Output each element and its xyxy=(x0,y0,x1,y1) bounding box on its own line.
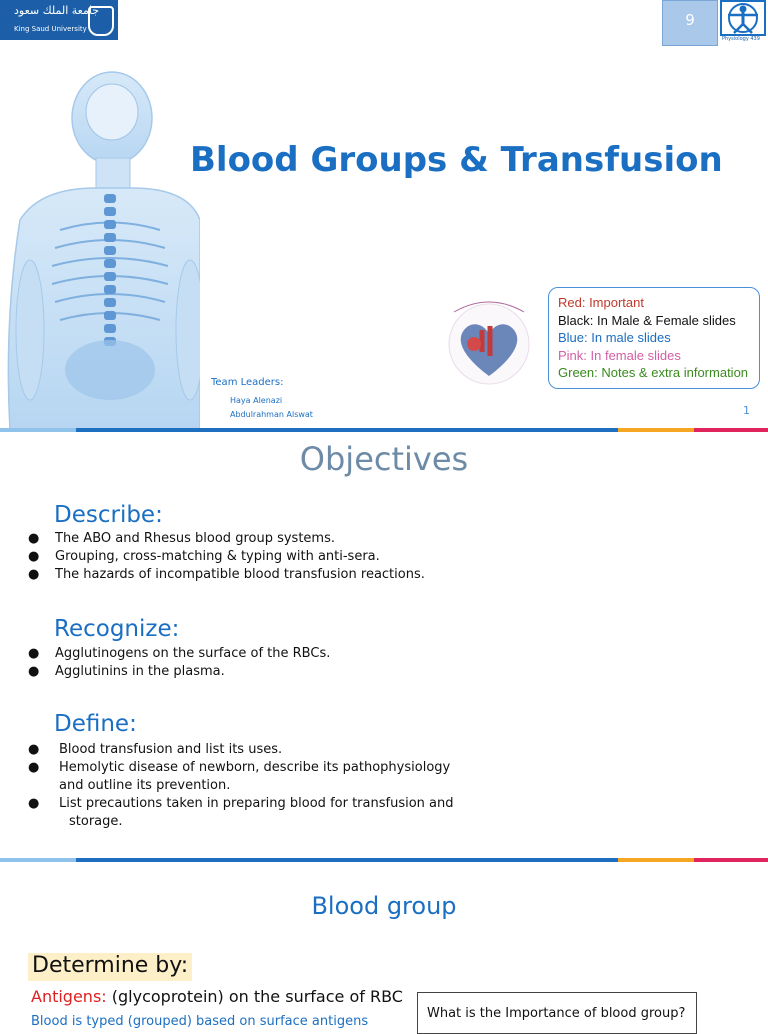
team-leader-name: Haya Alenazi xyxy=(230,396,283,405)
physiology-logo-caption: Physiology 439 xyxy=(722,36,760,42)
list-item: Blood transfusion and list its uses. xyxy=(59,742,283,757)
page-number: 1 xyxy=(743,404,750,417)
typed-text: Blood is typed (grouped) based on surfac… xyxy=(31,1014,369,1029)
legend-item-notes: Green: Notes & extra information xyxy=(558,365,749,381)
section-heading-describe: Describe: xyxy=(54,502,163,528)
section-heading-recognize: Recognize: xyxy=(54,616,180,642)
human-anatomy-illustration xyxy=(7,71,200,428)
legend-item-important: Red: Important xyxy=(558,295,644,310)
king-saud-university-logo: جامعة الملك سعود King Saud University xyxy=(0,0,118,40)
list-item: List precautions taken in preparing bloo… xyxy=(59,796,454,811)
legend-item-male-female: Black: In Male & Female slides xyxy=(558,312,736,328)
blood-group-title: Blood group xyxy=(311,892,457,920)
physiology-logo: Physiology 439 xyxy=(718,0,768,44)
question-box: What is the Importance of blood group? xyxy=(417,992,697,1034)
color-legend: Red: Important Black: In Male & Female s… xyxy=(548,287,760,389)
recognize-list: ●Agglutinogens on the surface of the RBC… xyxy=(28,646,331,679)
list-item: Hemolytic disease of newborn, describe i… xyxy=(59,760,451,775)
legend-item-female: Pink: In female slides xyxy=(558,347,681,363)
team-leaders-label: Team Leaders: xyxy=(211,377,284,388)
university-english-name: King Saud University xyxy=(14,25,87,33)
approved-stamp-heart-logo xyxy=(448,301,530,385)
slide-divider xyxy=(0,428,768,432)
university-crest-icon xyxy=(88,6,114,36)
list-item: The hazards of incompatible blood transf… xyxy=(55,567,425,582)
team-leader-name: Abdulrahman Alswat xyxy=(230,410,313,419)
slide-divider xyxy=(0,858,768,862)
page-title: Blood Groups & Transfusion xyxy=(190,140,723,180)
university-arabic-name: جامعة الملك سعود xyxy=(14,4,100,17)
title-slide: جامعة الملك سعود King Saud University 9 … xyxy=(0,0,768,428)
list-item: Agglutinogens on the surface of the RBCs… xyxy=(55,646,331,661)
question-text: What is the Importance of blood group? xyxy=(427,1006,686,1021)
vitruvian-man-icon xyxy=(720,0,766,36)
list-item-continuation: and outline its prevention. xyxy=(59,778,231,793)
list-item-continuation: storage. xyxy=(69,814,123,829)
antigens-text: (glycoprotein) on the surface of RBC xyxy=(111,987,403,1006)
define-list: ●Blood transfusion and list its uses. ●H… xyxy=(28,742,454,829)
list-item: Grouping, cross-matching & typing with a… xyxy=(55,549,380,564)
objectives-title: Objectives xyxy=(299,440,469,478)
list-item: Agglutinins in the plasma. xyxy=(55,664,225,679)
page-tab: 9 xyxy=(662,0,718,46)
list-item: The ABO and Rhesus blood group systems. xyxy=(55,531,335,546)
antigens-label: Antigens: xyxy=(31,987,107,1006)
section-heading-define: Define: xyxy=(54,711,137,737)
antigens-line: Antigens: (glycoprotein) on the surface … xyxy=(31,987,403,1006)
describe-list: ●The ABO and Rhesus blood group systems.… xyxy=(28,531,425,582)
legend-item-male: Blue: In male slides xyxy=(558,330,671,346)
determine-label: Determine by: xyxy=(28,953,193,981)
